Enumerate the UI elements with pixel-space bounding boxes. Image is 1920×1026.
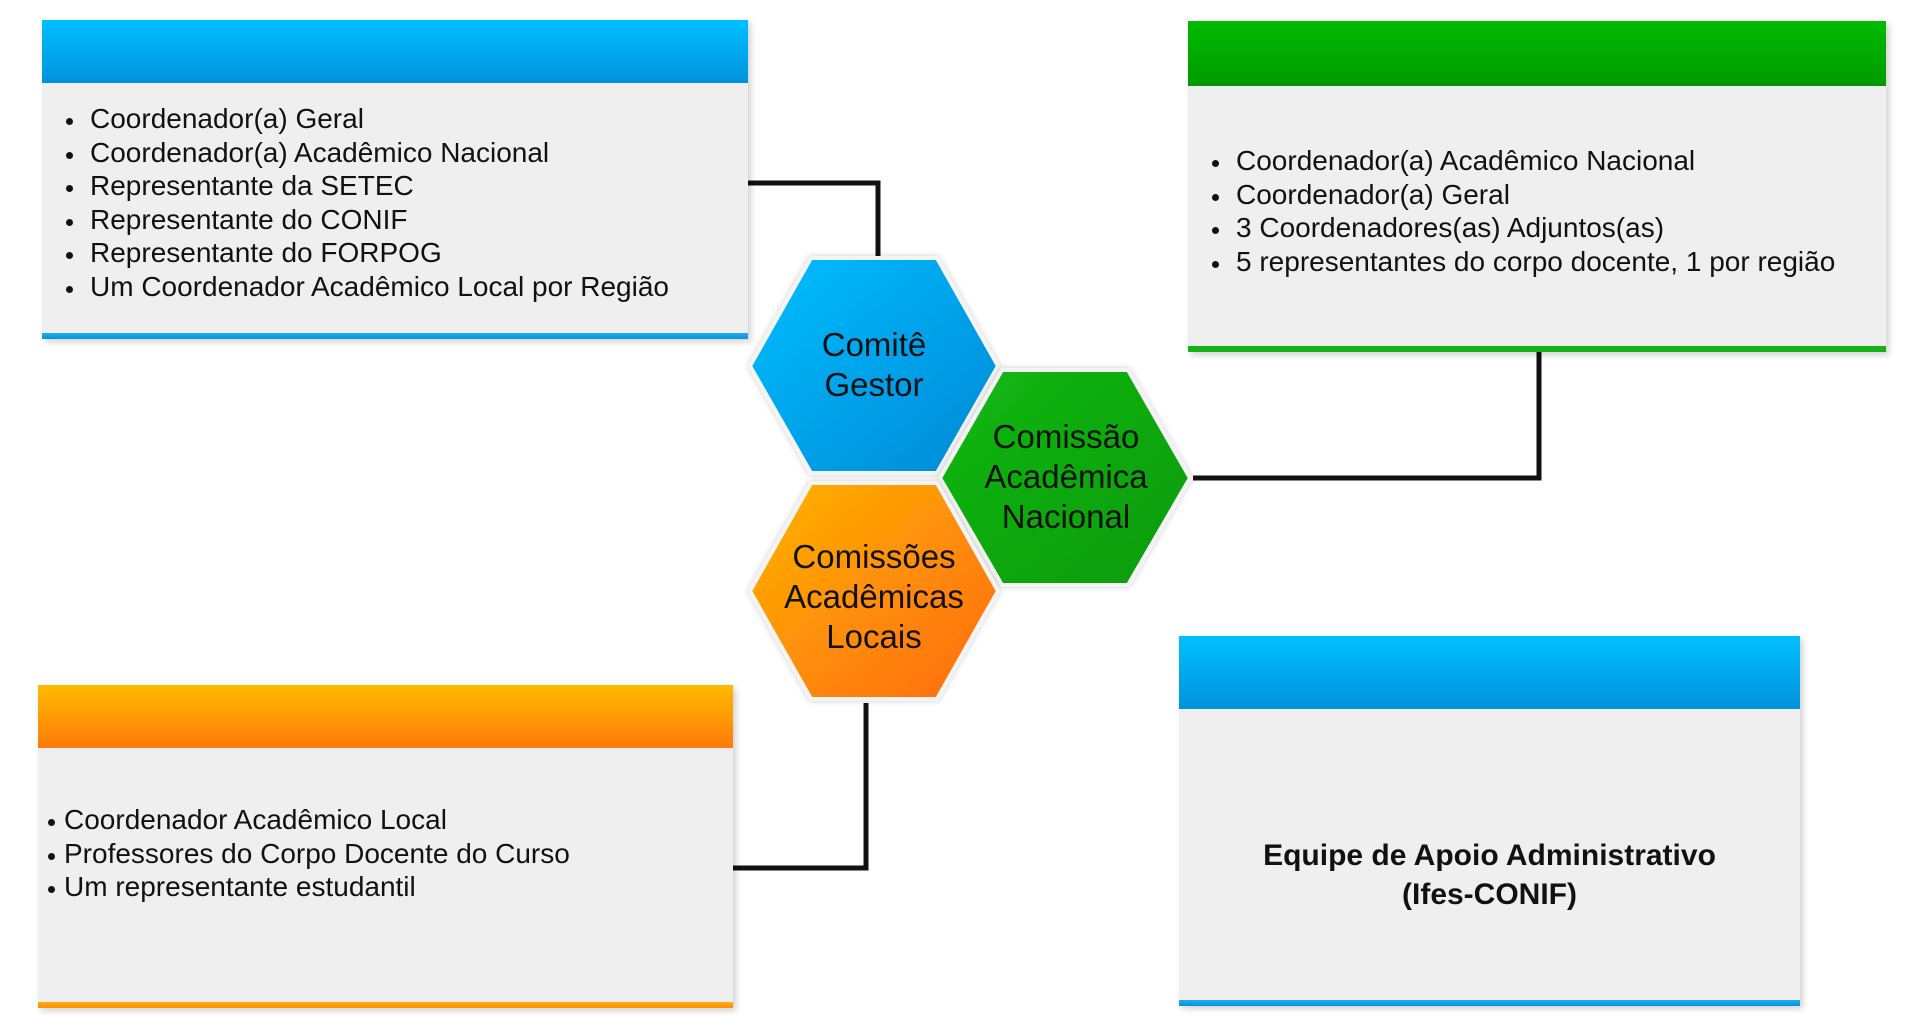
list-item: Representante do FORPOG [66,236,669,270]
list-item: Coordenador(a) Acadêmico Nacional [1212,144,1835,178]
bullet-icon [1212,160,1219,167]
hex-label-line: Acadêmicas [784,578,964,615]
member-list: Coordenador(a) Geral Coordenador(a) Acad… [66,102,669,303]
list-item-text: Coordenador(a) Acadêmico Nacional [1236,145,1696,176]
list-item-text: 5 representantes do corpo docente, 1 por… [1236,245,1836,277]
bullet-icon [48,852,55,860]
box-header-bar [42,20,748,83]
bullet-icon [48,886,55,893]
hex-label-line: Comissões [792,538,955,575]
list-item-text: Professores do Corpo Docente do Curso [64,837,570,869]
bullet-icon [48,819,55,826]
bullet-icon [66,151,73,159]
comissoes-locais-members-box: Coordenador Acadêmico Local Professores … [38,685,733,1008]
hex-label-line: Acadêmica [984,458,1148,495]
list-item-text: Coordenador(a) Acadêmico Nacional [90,136,550,168]
list-item-text: Coordenador(a) Geral [1236,178,1510,210]
hexagon-comissoes-academicas-locais[interactable]: Comissões Acadêmicas Locais [747,481,1001,701]
box-header-bar [1188,21,1886,86]
box-header-bar [1179,636,1800,709]
list-item: Coordenador Acadêmico Local [48,803,570,837]
admin-title-line: Equipe de Apoio Administrativo [1263,839,1716,872]
list-item-text: Representante da SETEC [90,170,414,201]
list-item: 3 Coordenadores(as) Adjuntos(as) [1212,211,1835,245]
box-footer-stripe [1179,1000,1800,1006]
list-item: 5 representantes do corpo docente, 1 por… [1212,245,1835,279]
list-item-text: Um representante estudantil [64,871,416,902]
hex-label-line: Comissão [993,418,1140,455]
comite-gestor-members-box: Coordenador(a) Geral Coordenador(a) Acad… [42,20,748,339]
list-item: Representante do CONIF [66,203,669,237]
bullet-icon [1212,227,1219,234]
hex-label-line: Nacional [1002,498,1130,535]
hexagon-comite-gestor[interactable]: Comitê Gestor [747,256,1001,475]
connector-locais [733,703,869,871]
bullet-icon [66,285,73,293]
comissao-nacional-members-box: Coordenador(a) Acadêmico Nacional Coorde… [1188,21,1886,352]
list-item-text: Representante do CONIF [90,203,408,235]
box-header-bar [38,685,733,748]
box-footer-stripe [38,1002,733,1008]
bullet-icon [66,118,73,125]
list-item: Representante da SETEC [66,169,669,203]
list-item: Um Coordenador Acadêmico Local por Regiã… [66,270,669,304]
list-item: Coordenador(a) Geral [66,102,669,136]
list-item: Um representante estudantil [48,870,570,904]
bullet-icon [66,185,73,192]
bullet-icon [66,252,73,259]
list-item: Coordenador(a) Geral [1212,178,1835,212]
admin-subtitle-line: (Ifes-CONIF) [1402,878,1577,911]
admin-support-box: Equipe de Apoio Administrativo (Ifes-CON… [1179,636,1800,1006]
list-item: Coordenador(a) Acadêmico Nacional [66,136,669,170]
list-item-text: Coordenador Acadêmico Local [64,804,447,835]
list-item: Professores do Corpo Docente do Curso [48,837,570,871]
hex-label-line: Locais [826,618,921,655]
member-list: Coordenador Acadêmico Local Professores … [48,803,570,904]
box-footer-stripe [42,333,748,339]
box-footer-stripe [1188,346,1886,352]
list-item-text: Coordenador(a) Geral [90,103,364,134]
bullet-icon [66,218,73,226]
connector-nacional [1193,352,1542,481]
hex-label-line: Gestor [824,366,923,403]
bullet-icon [1212,193,1219,201]
member-list: Coordenador(a) Acadêmico Nacional Coorde… [1212,144,1835,278]
hexagon-comissao-academica-nacional[interactable]: Comissão Acadêmica Nacional [937,368,1193,587]
connector-comite [748,180,881,258]
admin-support-title: Equipe de Apoio Administrativo (Ifes-CON… [1179,836,1800,914]
list-item-text: Um Coordenador Acadêmico Local por Regiã… [90,270,669,302]
list-item-text: Representante do FORPOG [90,237,442,268]
hex-label-line: Comitê [822,326,927,363]
bullet-icon [1212,260,1219,268]
list-item-text: 3 Coordenadores(as) Adjuntos(as) [1236,212,1665,243]
